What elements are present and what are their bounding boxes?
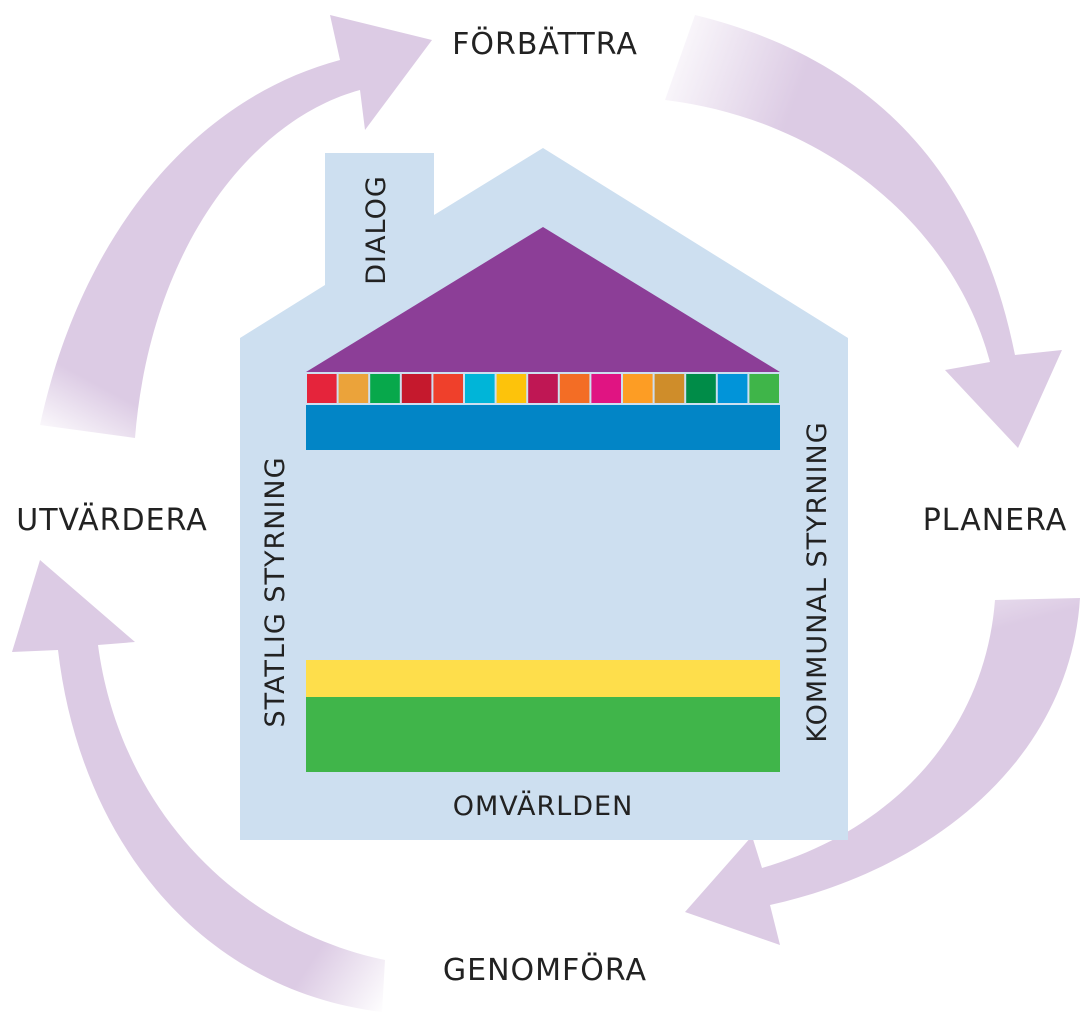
arrow-plan-to-implement xyxy=(685,598,1080,945)
house-roof xyxy=(306,227,780,372)
green-band xyxy=(306,697,780,772)
sdg-color-strip xyxy=(307,374,779,403)
arrow-implement-to-evaluate xyxy=(12,560,385,1012)
sdg-square xyxy=(686,374,716,403)
label-municipal-governance: KOMMUNAL STYRNING xyxy=(802,421,833,742)
sdg-square xyxy=(654,374,685,403)
blue-band xyxy=(306,405,780,450)
sdg-square xyxy=(307,374,337,403)
arrow-improve-to-plan xyxy=(665,15,1062,448)
label-dialog: DIALOG xyxy=(361,175,392,284)
sdg-square xyxy=(559,374,590,403)
sdg-square xyxy=(370,374,400,403)
yellow-band xyxy=(306,660,780,697)
sdg-square xyxy=(717,374,748,403)
sdg-square xyxy=(591,374,621,403)
sdg-square xyxy=(338,374,369,403)
sdg-square xyxy=(433,374,463,403)
sdg-square xyxy=(496,374,527,403)
sdg-square xyxy=(465,374,495,403)
label-environment: OMVÄRLDEN xyxy=(453,790,634,822)
label-evaluate: UTVÄRDERA xyxy=(16,502,207,538)
sdg-square xyxy=(623,374,653,403)
label-state-governance: STATLIG STYRNING xyxy=(260,456,291,727)
label-implement: GENOMFÖRA xyxy=(443,952,647,988)
label-plan: PLANERA xyxy=(923,503,1068,538)
sdg-square xyxy=(528,374,558,403)
label-improve: FÖRBÄTTRA xyxy=(452,26,638,62)
arrow-evaluate-to-improve xyxy=(40,15,432,438)
sdg-square xyxy=(749,374,779,403)
sdg-square xyxy=(401,374,432,403)
